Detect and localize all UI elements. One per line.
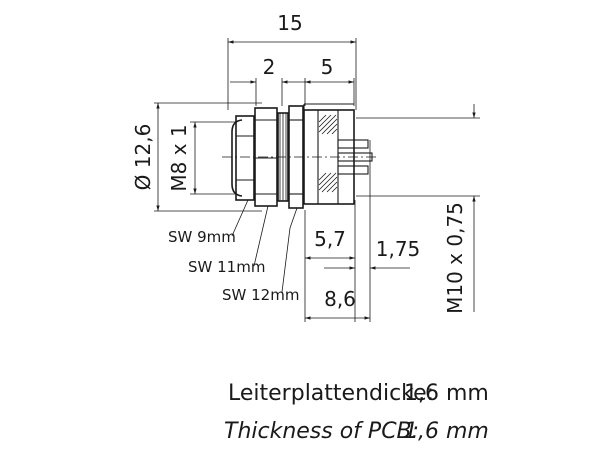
note-value-en: 1,6 mm — [404, 419, 489, 444]
hatch-top — [318, 114, 338, 135]
dimension-outer-thread: M10 x 0,75 — [356, 104, 480, 314]
housing-length-label: 5 — [321, 55, 334, 79]
total-depth-label: 8,6 — [324, 287, 356, 311]
note-value-de: 1,6 mm — [404, 381, 489, 406]
outer-thread-label: M10 x 0,75 — [443, 202, 467, 314]
diameter-label: Ø 12,6 — [131, 124, 155, 191]
nut-width-label: 2 — [263, 55, 276, 79]
connector-drawing — [222, 103, 378, 209]
wrench-size-sw9: SW 9mm — [168, 228, 236, 246]
dimension-overall-length: 15 — [227, 11, 357, 110]
wrench-size-sw12: SW 12mm — [222, 286, 299, 304]
pcb-thickness-note: Leiterplattendicke: 1,6 mm Thickness of … — [224, 381, 489, 444]
pin-length-label: 1,75 — [376, 237, 421, 261]
dimension-inner-thread: M8 x 1 — [167, 121, 236, 195]
note-label-de: Leiterplattendicke: — [228, 381, 434, 406]
dimension-pcb-offset: 5,7 — [304, 200, 356, 322]
inner-thread-label: M8 x 1 — [167, 124, 191, 191]
dimension-nut-width: 2 — [230, 55, 308, 106]
hatch-bottom — [318, 172, 338, 193]
pcb-offset-label: 5,7 — [314, 227, 346, 251]
note-label-en: Thickness of PCB: — [224, 419, 419, 444]
dimension-diameter: Ø 12,6 — [131, 102, 262, 212]
dimension-total-depth: 8,6 — [305, 287, 370, 320]
wrench-size-callouts: SW 9mm SW 11mm SW 12mm — [168, 199, 299, 304]
dimension-housing-length: 5 — [304, 55, 355, 106]
overall-length-label: 15 — [277, 11, 302, 35]
wrench-size-sw11: SW 11mm — [188, 258, 265, 276]
dimension-pin-length: 1,75 — [324, 140, 420, 322]
